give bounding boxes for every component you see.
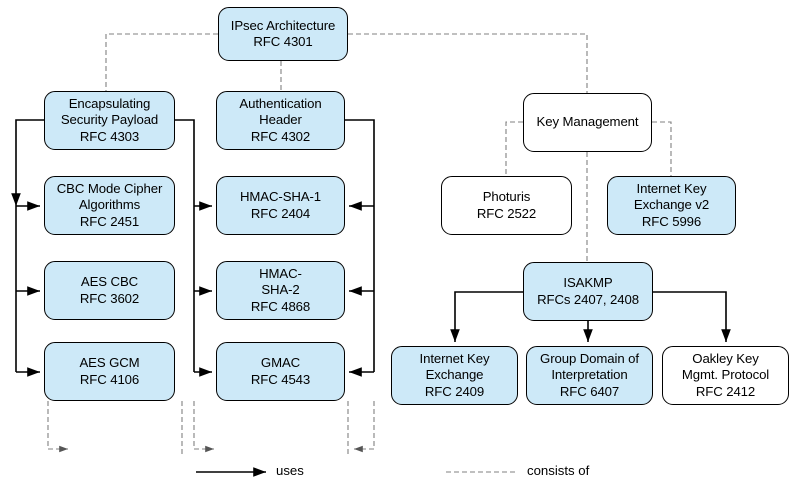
node-label-line: Exchange bbox=[425, 367, 484, 383]
node-label-line: HMAC-SHA-1 bbox=[239, 189, 322, 204]
node-label-line: RFC 6407 bbox=[559, 383, 620, 399]
node-label-line: Internet Key bbox=[419, 350, 490, 366]
node-label-line: AES CBC bbox=[80, 274, 139, 289]
node-label-line: RFC 2522 bbox=[476, 205, 537, 221]
node-label-line: Algorithms bbox=[78, 197, 141, 213]
node-label-line: RFC 4868 bbox=[250, 298, 311, 314]
node-key-management[interactable]: Key Management bbox=[523, 93, 652, 152]
node-label-line: Exchange v2 bbox=[633, 197, 710, 213]
uses-esp-to-cbc bbox=[11, 119, 44, 206]
node-label-line: RFC 2412 bbox=[695, 383, 756, 399]
node-label-line: Photuris bbox=[482, 189, 531, 204]
consists-of-right-column-tail bbox=[354, 401, 375, 453]
node-label-line: GMAC bbox=[260, 355, 301, 370]
node-label-line: RFC 2409 bbox=[424, 383, 485, 399]
consists-of-ah-column-tail bbox=[193, 401, 214, 453]
node-label-line: CBC Mode Cipher bbox=[56, 180, 163, 196]
node-label-line: SHA-2 bbox=[261, 282, 300, 298]
node-label-line: IPsec Architecture bbox=[230, 17, 336, 33]
node-label-line: RFC 4302 bbox=[250, 128, 311, 144]
node-label-line: Interpretation bbox=[551, 367, 628, 383]
consists-of-km-to-ikev2 bbox=[652, 121, 672, 176]
node-label-line: Mgmt. Protocol bbox=[681, 367, 770, 383]
node-label-line: HMAC- bbox=[259, 265, 302, 281]
node-label-line: Group Domain of bbox=[540, 350, 639, 366]
node-label-line: Oakley Key bbox=[692, 350, 759, 366]
node-label-line: Encapsulating bbox=[68, 95, 151, 111]
node-label-line: RFC 5996 bbox=[641, 213, 702, 229]
uses-isakmp-to-oakley bbox=[653, 291, 731, 342]
consists-of-esp-column-tail bbox=[47, 401, 68, 453]
node-label-line: RFC 4106 bbox=[79, 371, 140, 387]
node-label-line: Authentication bbox=[239, 95, 322, 111]
consists-of-ipsec-to-key-management bbox=[348, 33, 588, 93]
node-label-line: Header bbox=[259, 112, 302, 128]
node-label-line: Internet Key bbox=[636, 180, 707, 196]
legend-uses-label: uses bbox=[276, 463, 304, 478]
node-label-line: RFC 3602 bbox=[79, 290, 140, 306]
legend-consists-of-label: consists of bbox=[527, 463, 590, 478]
node-label-line: ISAKMP bbox=[563, 275, 613, 290]
node-label-line: RFC 4303 bbox=[79, 128, 140, 144]
node-label-line: AES GCM bbox=[79, 355, 140, 370]
node-label-line: RFC 2451 bbox=[79, 213, 140, 229]
node-label-line: Key Management bbox=[536, 114, 639, 130]
node-label-line: RFC 2404 bbox=[250, 205, 311, 221]
consists-of-km-to-photuris bbox=[505, 121, 523, 176]
uses-ah-right-bus bbox=[345, 119, 375, 372]
node-label-line: RFC 4543 bbox=[250, 371, 311, 387]
uses-isakmp-to-ike bbox=[450, 291, 523, 342]
consists-of-ipsec-to-esp bbox=[105, 33, 218, 91]
uses-esp-right-bus bbox=[175, 119, 195, 372]
node-label-line: Security Payload bbox=[60, 112, 159, 128]
node-label-line: RFC 4301 bbox=[253, 34, 313, 49]
node-label-line: RFCs 2407, 2408 bbox=[537, 291, 639, 307]
